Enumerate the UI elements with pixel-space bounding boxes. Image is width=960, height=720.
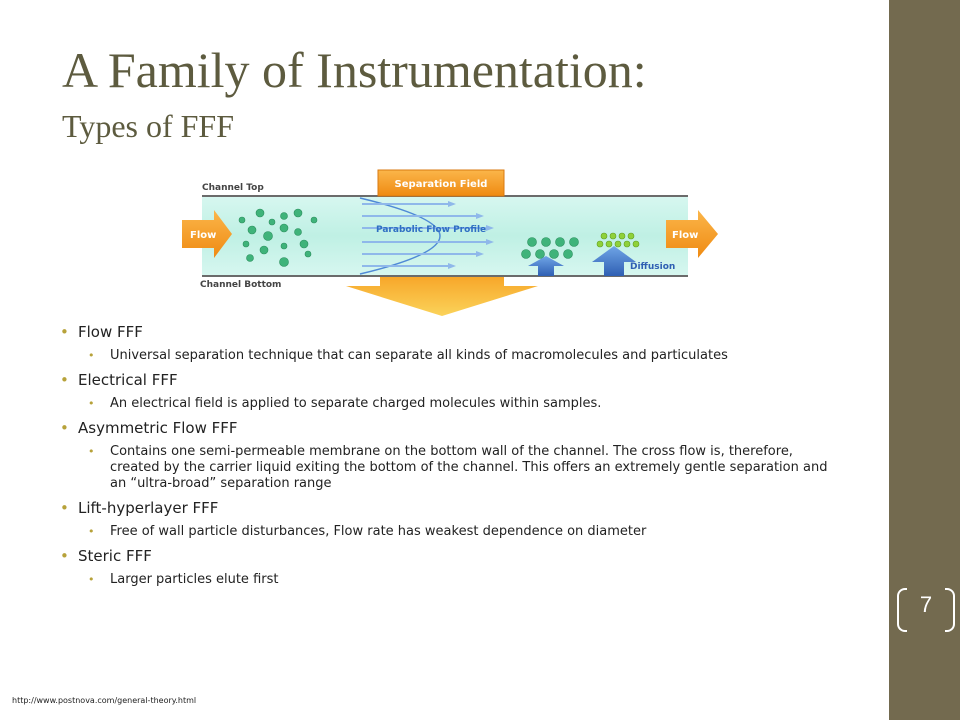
bullet-electrical-fff-detail: An electrical field is applied to separa… bbox=[60, 396, 840, 412]
bullet-flow-fff: Flow FFF bbox=[60, 322, 840, 342]
slide-sidebar bbox=[889, 0, 960, 720]
slide-title: A Family of Instrumentation: bbox=[62, 42, 647, 98]
sample-particles bbox=[238, 208, 318, 267]
flow-in-arrow: Flow bbox=[182, 210, 232, 258]
bullet-asymmetric-flow-fff-detail: Contains one semi-permeable membrane on … bbox=[60, 444, 840, 492]
page-number-bracket-right bbox=[945, 588, 955, 632]
separated-large-particles bbox=[521, 237, 579, 259]
separated-small-particles bbox=[596, 232, 640, 248]
bullet-steric-fff-detail: Larger particles elute first bbox=[60, 572, 840, 588]
flow-out-arrow: Flow bbox=[666, 210, 718, 258]
source-url: http://www.postnova.com/general-theory.h… bbox=[12, 696, 197, 705]
bullet-lift-hyperlayer-fff-detail: Free of wall particle disturbances, Flow… bbox=[60, 524, 840, 540]
diffusion-arrows: Diffusion bbox=[528, 246, 675, 276]
page-number-bracket-left bbox=[897, 588, 907, 632]
separation-force-arrow bbox=[346, 277, 538, 316]
channel-top-label: Channel Top bbox=[202, 183, 264, 193]
bullet-steric-fff: Steric FFF bbox=[60, 546, 840, 566]
bullet-asymmetric-flow-fff: Asymmetric Flow FFF bbox=[60, 418, 840, 438]
bullet-list: Flow FFF Universal separation technique … bbox=[60, 316, 840, 588]
fff-channel-diagram: Channel Top Channel Bottom Separation Fi… bbox=[182, 169, 718, 316]
bullet-flow-fff-detail: Universal separation technique that can … bbox=[60, 348, 840, 364]
channel-bottom-label: Channel Bottom bbox=[200, 280, 281, 290]
bullet-electrical-fff: Electrical FFF bbox=[60, 370, 840, 390]
separation-field-label: Separation Field bbox=[395, 179, 488, 190]
flow-in-label: Flow bbox=[190, 230, 216, 241]
parabolic-flow-profile-label: Parabolic Flow Profile bbox=[376, 225, 486, 235]
page-number-box: 7 bbox=[897, 588, 955, 634]
separation-field-box: Separation Field bbox=[377, 169, 505, 197]
bullet-lift-hyperlayer-fff: Lift-hyperlayer FFF bbox=[60, 498, 840, 518]
diffusion-label: Diffusion bbox=[630, 262, 675, 272]
parabolic-flow-profile: Parabolic Flow Profile bbox=[359, 197, 494, 275]
flow-out-label: Flow bbox=[672, 230, 698, 241]
page-number: 7 bbox=[919, 592, 933, 617]
slide-subtitle: Types of FFF bbox=[62, 108, 235, 144]
